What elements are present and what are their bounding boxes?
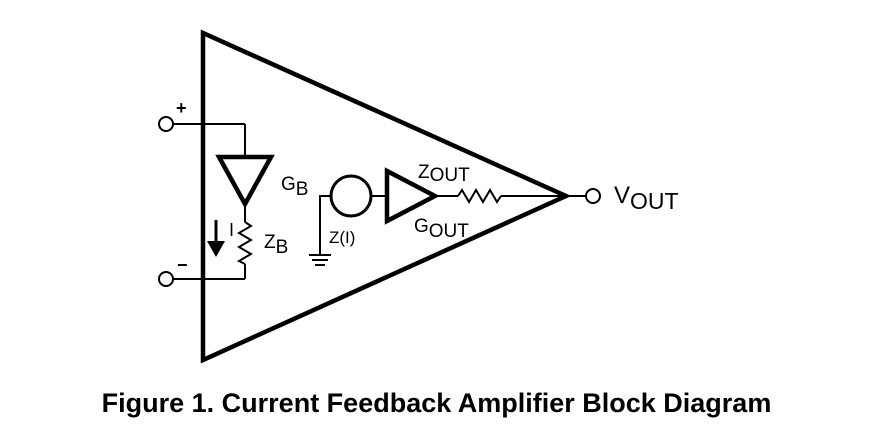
output-buffer-gout	[384, 167, 440, 225]
amplifier-triangle	[200, 29, 572, 364]
minus-sign: −	[177, 255, 188, 275]
vout-label: VOUT	[614, 182, 679, 214]
transimpedance-label: Z(I)	[329, 228, 355, 247]
source-ground-wire	[319, 195, 331, 255]
current-arrow-head	[207, 241, 225, 257]
current-label: I	[229, 220, 234, 240]
zout-resistor	[457, 188, 502, 204]
input-buffer-gb	[215, 154, 275, 209]
plus-sign: +	[176, 98, 187, 118]
noninverting-input-terminal	[158, 116, 174, 132]
zb-label: ZB	[264, 232, 288, 258]
output-terminal	[585, 188, 601, 204]
zout-label: ZOUT	[418, 162, 470, 186]
gout-label: GOUT	[414, 216, 469, 242]
zb-resistor	[236, 221, 253, 265]
figure-caption: Figure 1. Current Feedback Amplifier Blo…	[101, 388, 772, 418]
transimpedance-source	[329, 174, 373, 218]
inverting-input-terminal	[158, 271, 174, 287]
gb-label: GB	[281, 174, 308, 200]
